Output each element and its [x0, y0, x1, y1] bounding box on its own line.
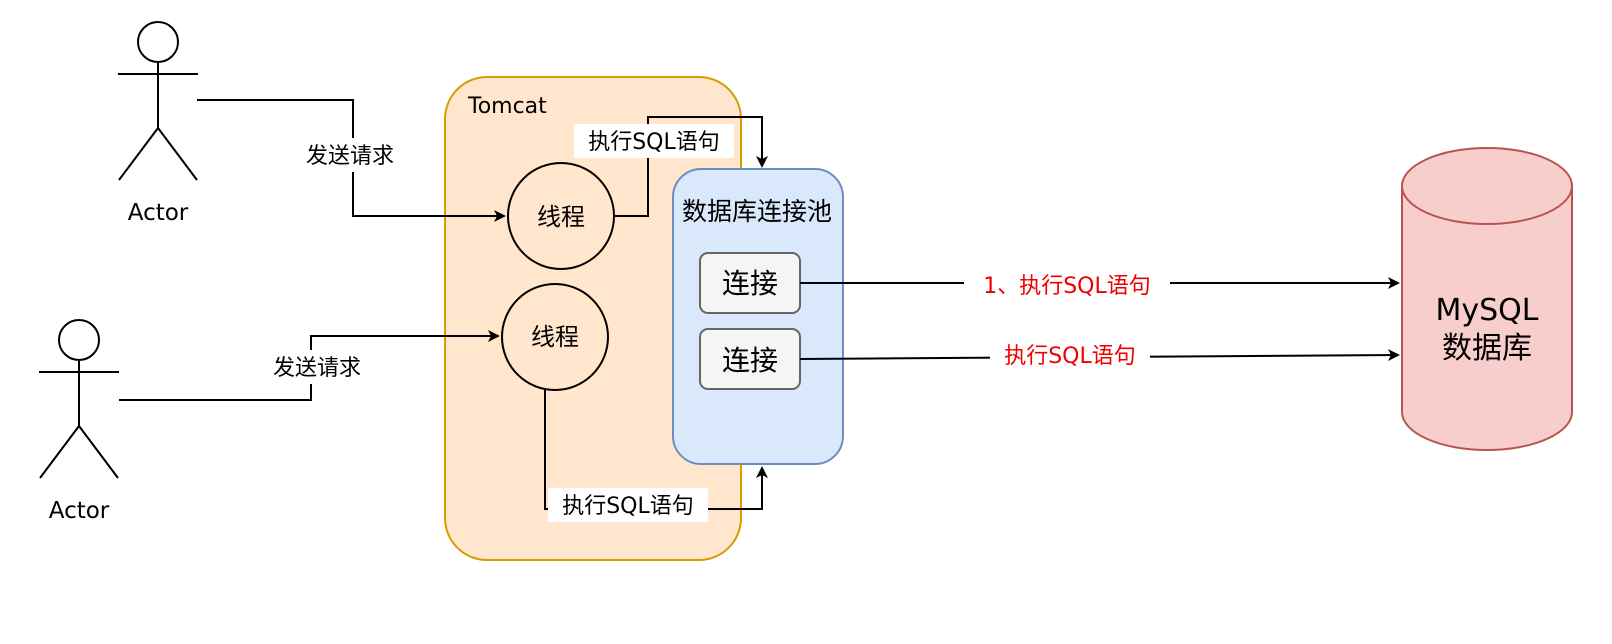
- thread-node-2[interactable]: [501, 283, 609, 391]
- database-label-line2: 数据库: [1442, 331, 1532, 366]
- connection-pool-title: 数据库连接池: [682, 197, 832, 226]
- edge-label-send-request-2: 发送请求: [273, 356, 361, 381]
- edge-label-send-request-1: 发送请求: [306, 144, 394, 169]
- actor-label-1: Actor: [128, 200, 189, 226]
- database-cylinder-top: [1401, 147, 1573, 225]
- tomcat-label: Tomcat: [467, 94, 547, 119]
- edge-thread1-to-pool[interactable]: [614, 116, 768, 217]
- connection-label-2: 连接: [722, 344, 778, 377]
- actor-label-2: Actor: [49, 498, 110, 524]
- thread-label-1: 线程: [537, 203, 585, 231]
- database-label-line1: MySQL: [1435, 293, 1538, 328]
- edge-label-exec-sql-top: 执行SQL语句: [588, 130, 720, 155]
- mysql-database[interactable]: MySQL 数据库: [1401, 147, 1573, 451]
- connection-label-1: 连接: [722, 267, 778, 300]
- edge-label-exec-sql-bottom: 执行SQL语句: [562, 494, 694, 519]
- edge-label-conn1-to-db: 1、执行SQL语句: [983, 274, 1151, 299]
- actor-figure-1[interactable]: [118, 21, 198, 181]
- actor-head-icon: [137, 21, 179, 63]
- actor-head-icon: [58, 319, 100, 361]
- thread-label-2: 线程: [531, 323, 579, 351]
- actor-figure-2[interactable]: [39, 319, 119, 479]
- connection-pool-container[interactable]: [672, 168, 844, 465]
- edge-label-conn2-to-db: 执行SQL语句: [1004, 344, 1136, 369]
- database-cylinder-body: [1401, 186, 1573, 451]
